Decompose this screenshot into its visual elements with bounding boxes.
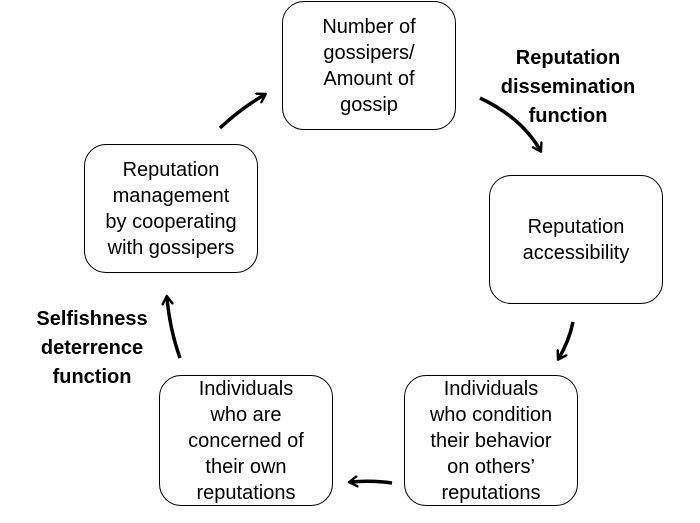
node-gossipers: Number of gossipers/ Amount of gossip <box>282 1 456 130</box>
arrow-accessibility-to-conditioners <box>559 321 575 358</box>
arrow-management-to-gossipers <box>218 95 264 130</box>
node-reputation-management: Reputation management by cooperating wit… <box>84 144 258 273</box>
label-deterrence-function: Selfishness deterrence function <box>36 308 148 388</box>
arrow-conditioners-to-concerned <box>351 481 393 483</box>
arrow-concerned-to-management <box>167 298 182 359</box>
node-reputation-management-text: Reputation management by cooperating wit… <box>105 158 237 259</box>
node-concerned-individuals: Individuals who are concerned of their o… <box>159 375 333 506</box>
node-conditioning-individuals-text: Individuals who condition their behavior… <box>429 377 553 504</box>
node-reputation-accessibility-text: Reputation accessibility <box>522 215 630 264</box>
node-concerned-individuals-text: Individuals who are concerned of their o… <box>188 377 304 504</box>
node-reputation-accessibility: Reputation accessibility <box>489 175 663 304</box>
node-gossipers-text: Number of gossipers/ Amount of gossip <box>322 15 416 116</box>
label-dissemination-function: Reputation dissemination function <box>500 47 636 127</box>
arrow-gossipers-to-accessibility <box>479 96 540 150</box>
node-conditioning-individuals: Individuals who condition their behavior… <box>404 375 578 506</box>
